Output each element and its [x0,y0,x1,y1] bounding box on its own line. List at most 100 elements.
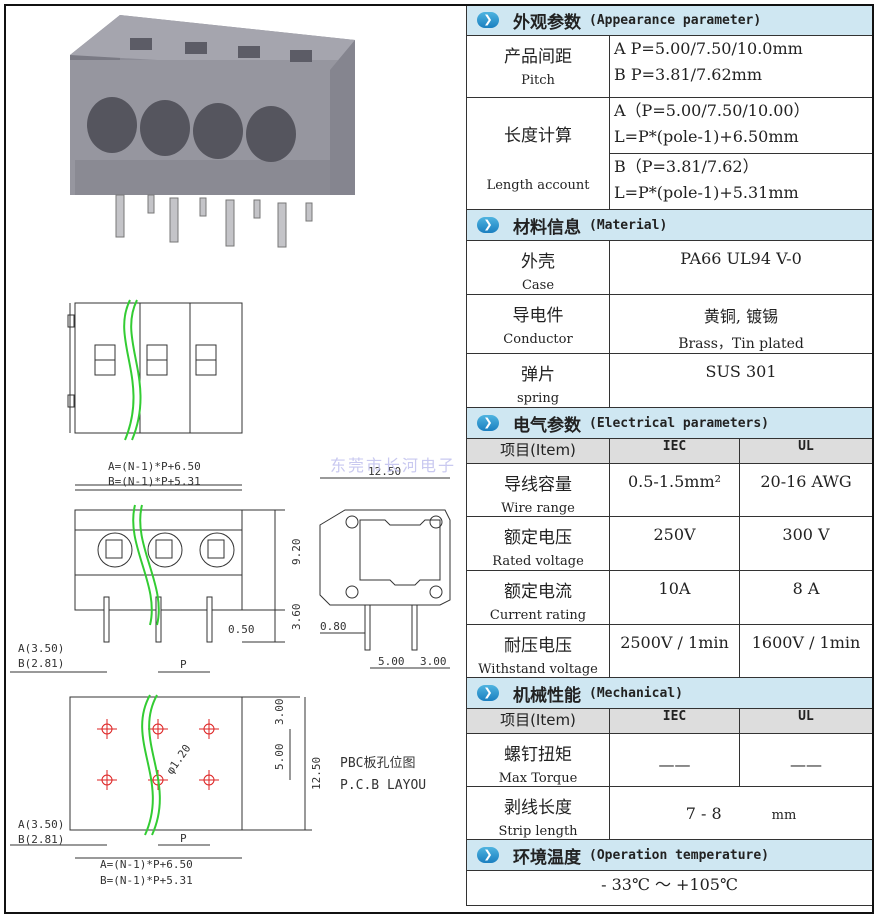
material-value: PA66 UL94 V-0 [680,249,802,268]
section-title-en: (Material) [589,217,668,233]
material-row: 弹片 spring SUS 301 [466,353,874,408]
material-label-en: spring [516,391,560,406]
length-b2: L=P*(pole-1)+5.31mm [614,183,799,202]
pcb-a: A(3.50) [18,818,64,831]
material-label-cn: 弹片 [521,365,555,385]
electrical-header-row: 项目(Item) IEC UL [466,438,874,464]
ul-value: 300 V [738,516,874,571]
temperature-row: - 33℃ ～ +105℃ [465,870,874,906]
dim-total-b: B=(N-1)*P+5.31 [108,475,201,488]
material-label-en: Conductor [503,332,573,347]
section-title-cn: 机械性能 [513,685,581,706]
param-label-en: Current rating [489,608,587,623]
material-label-en: Case [521,278,555,293]
param-label-en: Withstand voltage [478,662,598,677]
section-title-cn: 环境温度 [513,847,581,868]
dim-b: B(2.81) [18,657,64,670]
dim-side-080: 0.80 [320,620,347,633]
param-label-en: Rated voltage [492,554,584,569]
pitch-label-en: Pitch [521,73,555,88]
header-ul: UL [738,438,874,464]
pcb-layout-drawing [10,694,312,859]
torque-label-cn: 螺钉扭矩 [504,745,572,765]
length-label-cn: 长度计算 [504,125,572,146]
pcb-300: 3.00 [273,699,286,726]
iec-value: 2500V / 1min [609,624,740,678]
side-view-drawing [319,477,451,669]
technical-drawings: A=(N-1)*P+6.50 B=(N-1)*P+5.31 9.20 3.60 … [10,15,451,887]
dim-pin: 3.60 [290,604,303,631]
length-row-b: B（P=3.81/7.62） L=P*(pole-1)+5.31mm [467,153,874,210]
length-a1: A（P=5.00/7.50/10.00） [614,101,810,120]
pitch-a: A P=5.00/7.50/10.0mm [614,39,803,58]
arrow-icon: ❯ [477,217,499,233]
section-title-cn: 材料信息 [513,217,581,238]
iec-value: 10A [609,570,740,625]
header-iec: IEC [609,708,740,734]
arrow-icon: ❯ [477,12,499,28]
header-iec: IEC [609,438,740,464]
strip-value: 7 - 8 [685,803,722,823]
section-appearance: ❯ 外观参数 (Appearance parameter) [465,4,874,36]
temperature-value: - 33℃ ～ +105℃ [465,870,874,906]
section-material: ❯ 材料信息 (Material) [465,209,874,241]
material-label-cn: 外壳 [521,252,555,272]
torque-iec: —— [609,733,740,787]
length-row-a: 长度计算 Length account A（P=5.00/7.50/10.00） L… [466,97,874,210]
pcb-total-a: A=(N-1)*P+6.50 [100,858,193,871]
dim-p: P [180,658,187,671]
param-label-cn: 额定电压 [504,528,572,548]
dim-height: 9.20 [290,539,303,566]
section-title-cn: 外观参数 [513,12,581,33]
drawings-panel: A=(N-1)*P+6.50 B=(N-1)*P+5.31 9.20 3.60 … [10,15,451,887]
arrow-icon: ❯ [477,415,499,431]
section-electrical: ❯ 电气参数 (Electrical parameters) [465,407,874,439]
front-view-drawing [10,484,285,673]
electrical-row: 耐压电压 Withstand voltage 2500V / 1min 1600V… [466,624,874,678]
page-border [4,4,874,914]
section-title-en: (Operation temperature) [589,847,770,863]
dim-side-300: 3.00 [420,655,447,668]
product-image [70,15,355,248]
strip-label-cn: 剥线长度 [504,798,572,818]
material-value: SUS 301 [705,362,777,381]
dim-total-a: A=(N-1)*P+6.50 [108,460,201,473]
section-title-en: (Mechanical) [589,685,683,701]
dim-width: 12.50 [368,465,401,478]
arrow-icon: ❯ [477,847,499,863]
pcb-label-en: P.C.B LAYOU [340,778,426,793]
section-title-en: (Appearance parameter) [589,12,762,28]
pcb-1250: 12.50 [310,757,323,790]
pcb-total-b: B=(N-1)*P+5.31 [100,874,193,887]
length-a2: L=P*(pole-1)+6.50mm [614,127,799,146]
dim-pin-w: 0.50 [228,623,255,636]
strip-row: 剥线长度 Strip length 7 - 8 mm [466,786,874,840]
watermark: 东莞市长河电子 [330,456,457,475]
param-label-en: Wire range [501,501,575,516]
ul-value: 1600V / 1min [738,624,874,678]
section-temperature: ❯ 环境温度 (Operation temperature) [465,839,874,871]
header-item: 项目(Item) [466,438,610,464]
param-label-cn: 导线容量 [504,475,572,495]
param-label-cn: 额定电流 [504,582,572,602]
pcb-b: B(2.81) [18,833,64,846]
strip-label-en: Strip length [498,824,578,839]
dim-a: A(3.50) [18,642,64,655]
length-label-en: Length account [486,177,590,193]
pcb-label-cn: PBC板孔位图 [340,756,415,771]
dim-side-500: 5.00 [378,655,405,668]
strip-unit: mm [771,807,797,823]
length-b1: B（P=3.81/7.62） [614,157,759,176]
header-ul: UL [738,708,874,734]
param-label-cn: 耐压电压 [504,636,572,656]
pitch-b: B P=3.81/7.62mm [614,65,762,84]
pcb-p: P [180,832,187,845]
